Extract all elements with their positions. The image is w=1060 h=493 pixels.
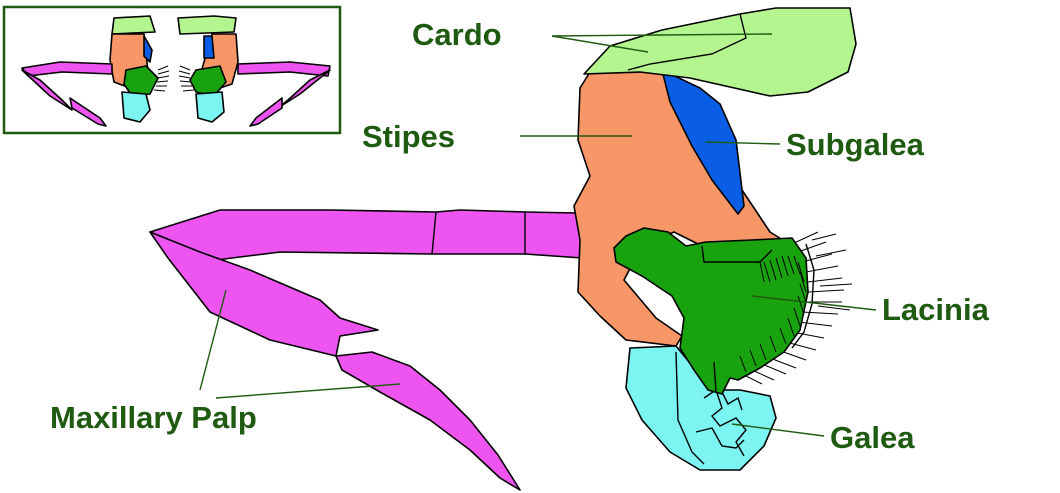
maxillary-palp [150, 210, 598, 490]
label-subgalea: Subgalea [786, 127, 925, 162]
label-cardo: Cardo [412, 17, 502, 52]
label-maxillary-palp: Maxillary Palp [50, 400, 257, 435]
label-galea: Galea [830, 420, 915, 455]
palp-segment-4 [336, 352, 520, 490]
label-stipes: Stipes [362, 119, 455, 154]
label-lacinia: Lacinia [882, 292, 990, 327]
palp-segment-1-2 [150, 210, 598, 262]
palp-leader-2 [216, 384, 400, 398]
inset-overview [4, 7, 340, 133]
